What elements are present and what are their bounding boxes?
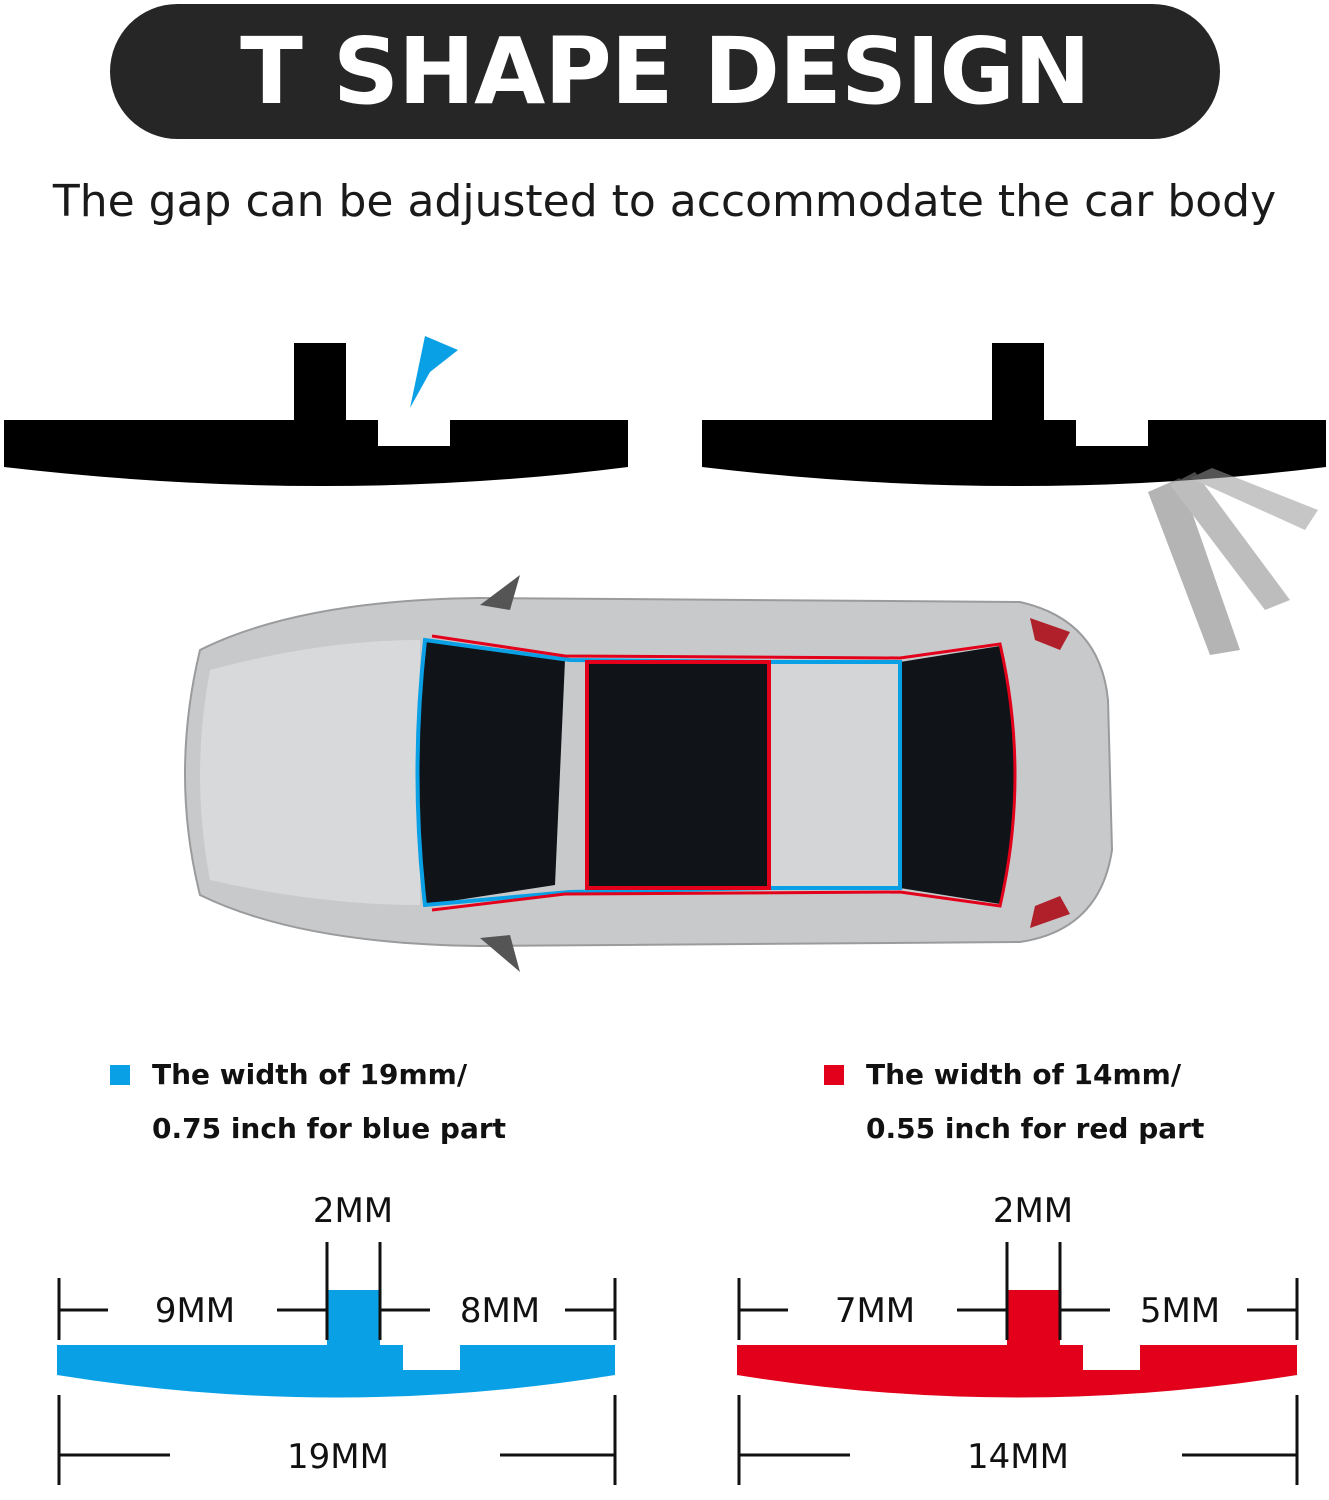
legend-blue-line1: The width of 19mm/ [152,1058,468,1091]
legend-red-line1: The width of 14mm/ [866,1058,1182,1091]
blue-seal-line [415,637,902,908]
red-left-width-label: 7MM [835,1291,915,1331]
legend-blue: The width of 19mm/ 0.75 inch for blue pa… [110,1048,507,1156]
sunroof [587,662,769,888]
blue-right-width-label: 8MM [460,1291,540,1331]
red-seal-line [431,634,1017,912]
red-total-width-label: 14MM [967,1437,1069,1477]
red-sunroof-seal [585,660,771,890]
blue-left-width-label: 9MM [155,1291,235,1331]
red-square-icon [824,1065,844,1085]
blue-strip-shape [57,1290,615,1398]
blue-total-width-label: 19MM [287,1437,389,1477]
legend-red-line2: 0.55 inch for red part [866,1112,1205,1145]
car-top-view [184,575,1114,972]
blue-top-width-label: 2MM [313,1191,393,1231]
banner-title: T SHAPE DESIGN [240,17,1091,125]
rear-window [900,646,1015,904]
blue-arrow-icon [410,336,458,408]
t-strip-profile-left [4,336,628,486]
t-strip-profile-right [702,343,1326,655]
legend-blue-line2: 0.75 inch for blue part [152,1112,507,1145]
title-banner: T SHAPE DESIGN [110,4,1220,139]
windshield [417,640,565,905]
blue-strip-diagram: 2MM 9MM 8MM 19MM [57,1191,617,1485]
red-top-width-label: 2MM [993,1191,1073,1231]
blue-square-icon [110,1065,130,1085]
flex-lip-motion-icon [1148,468,1318,655]
subtitle: The gap can be adjusted to accommodate t… [52,176,1277,227]
legend-red: The width of 14mm/ 0.55 inch for red par… [824,1048,1205,1156]
red-right-width-label: 5MM [1140,1291,1220,1331]
red-strip-diagram: 2MM 7MM 5MM 14MM [737,1191,1299,1485]
red-strip-shape [737,1290,1297,1398]
